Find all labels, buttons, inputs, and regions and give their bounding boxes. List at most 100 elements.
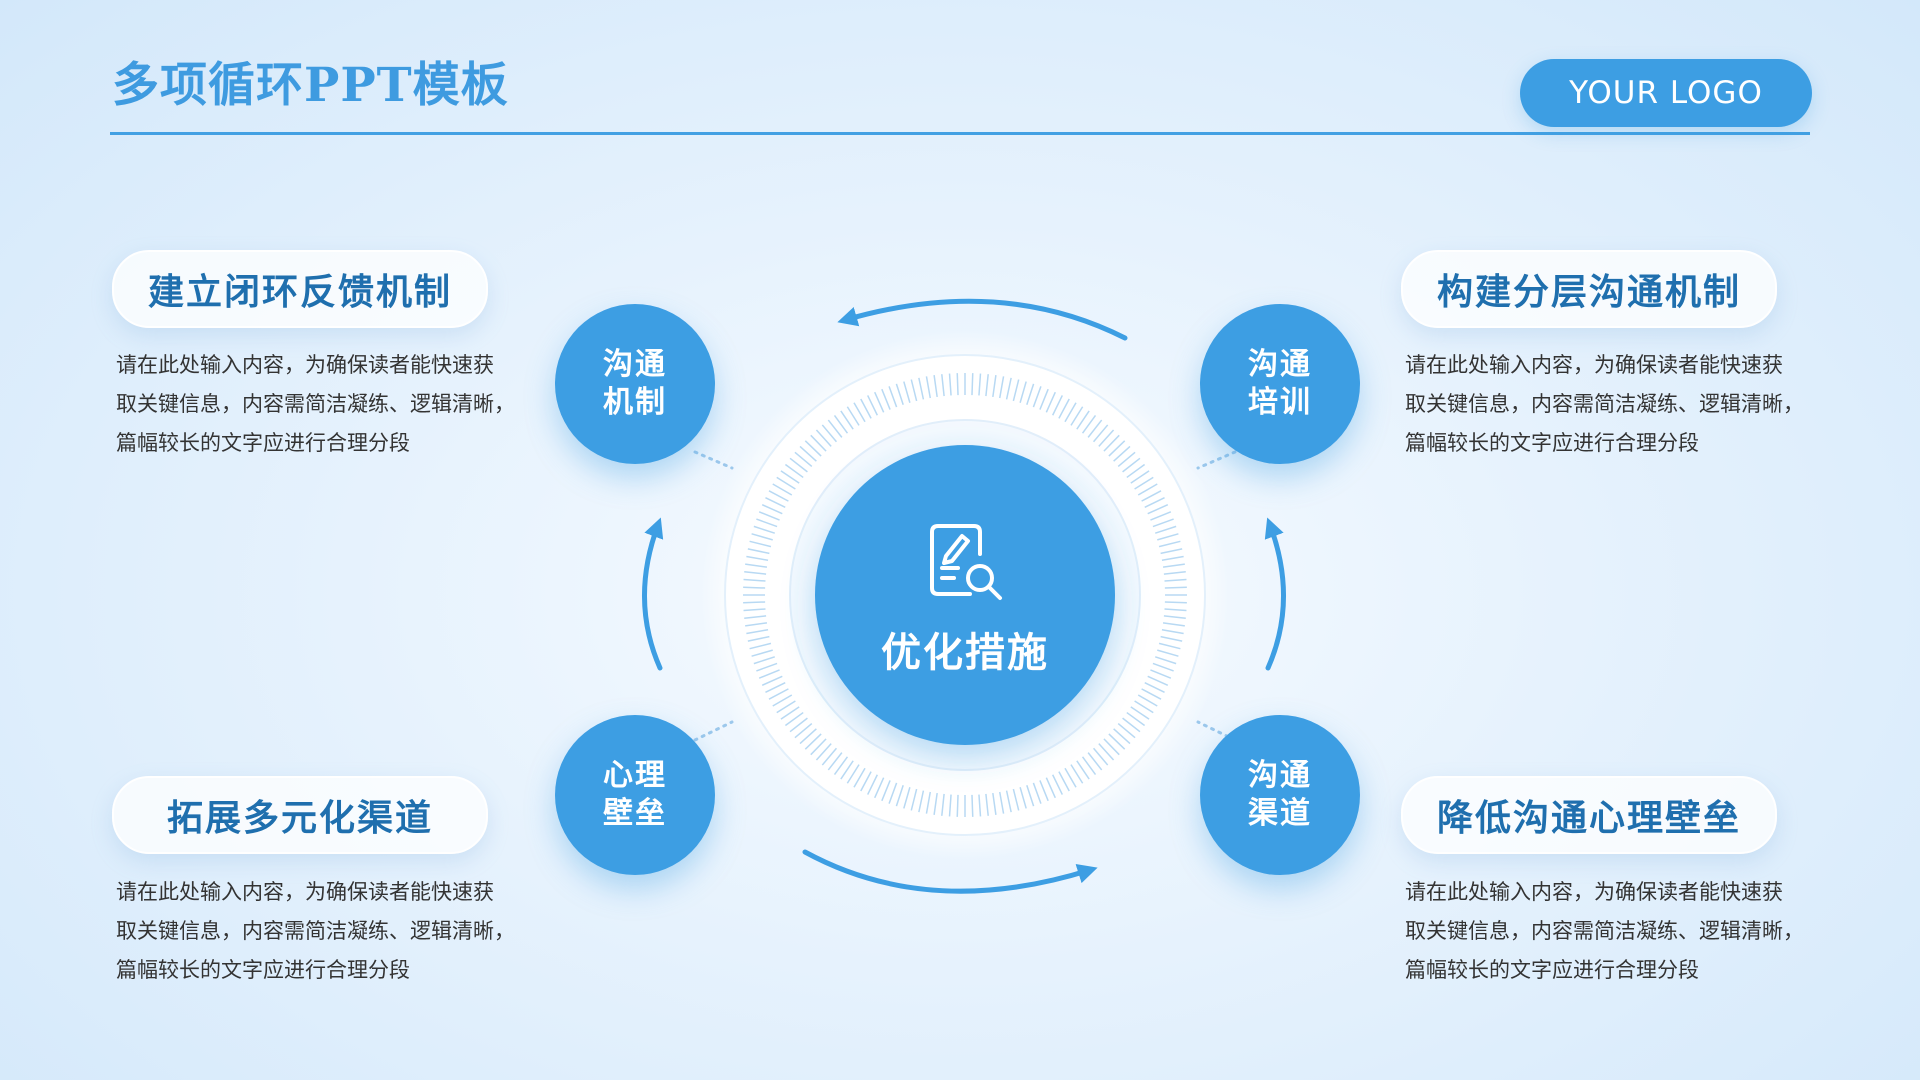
tick-mark	[888, 386, 898, 408]
tick-mark	[1158, 540, 1181, 548]
tick-mark	[827, 419, 843, 438]
connector-top-left	[693, 450, 734, 470]
tick-mark	[1161, 555, 1184, 562]
tick-mark	[746, 628, 769, 635]
tick-mark	[1070, 764, 1084, 784]
tick-mark	[1026, 383, 1035, 406]
tick-mark	[840, 760, 854, 780]
tick-mark	[799, 445, 817, 462]
tick-mark	[1137, 483, 1158, 496]
tick-mark	[978, 794, 982, 817]
logo-badge: YOUR LOGO	[1520, 59, 1812, 127]
tick-mark	[758, 669, 780, 679]
tick-mark	[753, 525, 776, 534]
tick-mark	[810, 738, 827, 756]
desc-line: 请在此处输入内容，为确保读者能快速获	[1405, 353, 1783, 377]
tick-mark	[985, 793, 989, 816]
tick-mark	[1160, 548, 1183, 555]
node-label-line2: 机制	[603, 385, 667, 420]
tick-mark	[1039, 780, 1049, 802]
desc-line: 篇幅较长的文字应进行合理分段	[116, 958, 410, 982]
tick-mark	[758, 511, 780, 521]
tick-mark	[933, 375, 938, 398]
tick-mark	[903, 381, 911, 403]
tick-mark	[1092, 747, 1109, 766]
tick-mark	[1152, 662, 1174, 672]
tick-mark	[744, 571, 767, 575]
tick-mark	[1150, 511, 1172, 521]
tick-mark	[743, 578, 766, 582]
tick-mark	[1113, 445, 1131, 462]
tick-mark	[1152, 518, 1174, 528]
tick-mark	[780, 470, 800, 484]
tick-mark	[1098, 429, 1115, 447]
tick-mark	[1154, 525, 1177, 534]
tick-mark	[895, 383, 904, 406]
center-label: 优化措施	[881, 629, 1049, 676]
tick-mark	[1164, 608, 1187, 612]
tick-mark	[761, 504, 783, 515]
tick-mark	[821, 747, 838, 766]
tick-mark	[846, 764, 860, 784]
tick-mark	[881, 388, 891, 410]
tick-mark	[860, 771, 872, 792]
tick-mark	[789, 457, 808, 473]
tick-mark	[956, 373, 959, 396]
tick-mark	[941, 793, 945, 816]
desc-line: 篇幅较长的文字应进行合理分段	[116, 431, 410, 455]
tick-mark	[768, 490, 789, 502]
connector-top-right	[1196, 450, 1237, 470]
tick-mark	[956, 794, 959, 817]
tick-mark	[1103, 434, 1120, 452]
tick-mark	[821, 424, 838, 443]
tick-mark	[1019, 381, 1027, 403]
tick-mark	[874, 391, 885, 413]
tick-mark	[1045, 777, 1056, 799]
tick-mark	[745, 622, 768, 627]
desc-line: 取关键信息，内容需简洁凝练、逻辑清晰，	[116, 919, 515, 943]
tick-mark	[794, 722, 813, 739]
tick-mark	[744, 615, 767, 619]
tick-mark	[776, 476, 796, 490]
tick-mark	[749, 540, 772, 548]
tick-mark	[1064, 402, 1077, 423]
tick-mark	[1147, 675, 1169, 686]
tick-mark	[1157, 649, 1179, 657]
arrow-bottom	[802, 849, 1098, 894]
tick-mark	[998, 791, 1005, 814]
tick-mark	[1144, 682, 1165, 693]
arrow-left	[642, 517, 664, 671]
tick-mark	[1157, 533, 1179, 541]
tick-mark	[1045, 391, 1056, 413]
tick-mark	[840, 410, 854, 430]
tick-mark	[1126, 463, 1146, 479]
tick-mark	[804, 733, 822, 750]
node-communication-mechanism: 沟通 机制	[555, 304, 715, 464]
tick-mark	[1064, 767, 1077, 788]
tick-mark	[815, 743, 832, 761]
node-label-line2: 渠道	[1248, 796, 1312, 831]
tick-mark	[1163, 615, 1186, 619]
desc-line: 篇幅较长的文字应进行合理分段	[1405, 431, 1699, 455]
tick-mark	[815, 429, 832, 447]
tick-mark	[799, 728, 817, 745]
node-label-line1: 沟通	[1248, 347, 1312, 382]
tick-mark	[998, 376, 1005, 399]
tick-mark	[867, 395, 878, 416]
tick-mark	[804, 440, 822, 457]
tick-mark	[743, 608, 766, 612]
tick-mark	[772, 694, 793, 707]
tick-mark	[1019, 787, 1027, 809]
tick-mark	[1032, 386, 1042, 408]
tick-mark	[1161, 628, 1184, 635]
tick-mark	[1113, 728, 1131, 745]
tick-mark	[978, 373, 982, 396]
tick-mark	[1160, 635, 1183, 642]
tick-mark	[749, 642, 772, 650]
tick-mark	[874, 777, 885, 799]
tick-mark	[833, 414, 849, 434]
tick-mark	[910, 379, 918, 402]
tick-mark	[853, 402, 866, 423]
tick-mark	[768, 688, 789, 700]
tick-mark	[971, 794, 974, 817]
